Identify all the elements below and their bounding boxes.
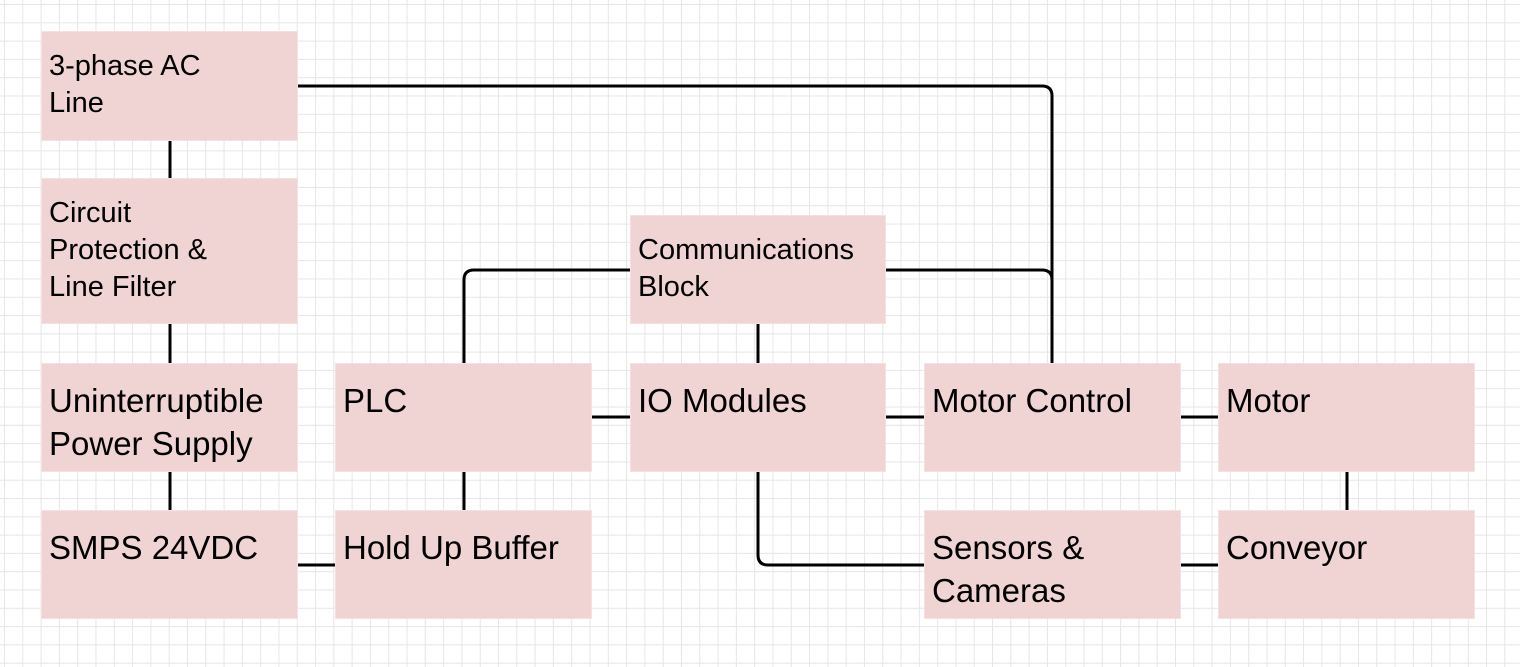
- block-communications[interactable]: Communications Block: [630, 215, 886, 324]
- block-plc[interactable]: PLC: [335, 363, 592, 472]
- block-hold-up-buffer[interactable]: Hold Up Buffer: [335, 510, 592, 619]
- block-circuit-protection[interactable]: Circuit Protection & Line Filter: [41, 178, 298, 324]
- block-smps[interactable]: SMPS 24VDC: [41, 510, 298, 619]
- block-ac-line[interactable]: 3-phase AC Line: [41, 31, 298, 141]
- connector-comms-to-plc: [462, 268, 630, 363]
- block-motor-control[interactable]: Motor Control: [924, 363, 1181, 472]
- connector-comms-to-motor-control: [886, 268, 1054, 281]
- block-io-modules[interactable]: IO Modules: [630, 363, 886, 472]
- connector-ac-to-motor-control: [298, 84, 1054, 363]
- block-sensors-cameras[interactable]: Sensors & Cameras: [924, 510, 1181, 619]
- block-ups[interactable]: Uninterruptible Power Supply: [41, 363, 298, 472]
- block-motor[interactable]: Motor: [1218, 363, 1475, 472]
- connector-io-to-sensors: [756, 472, 924, 567]
- block-conveyor[interactable]: Conveyor: [1218, 510, 1475, 619]
